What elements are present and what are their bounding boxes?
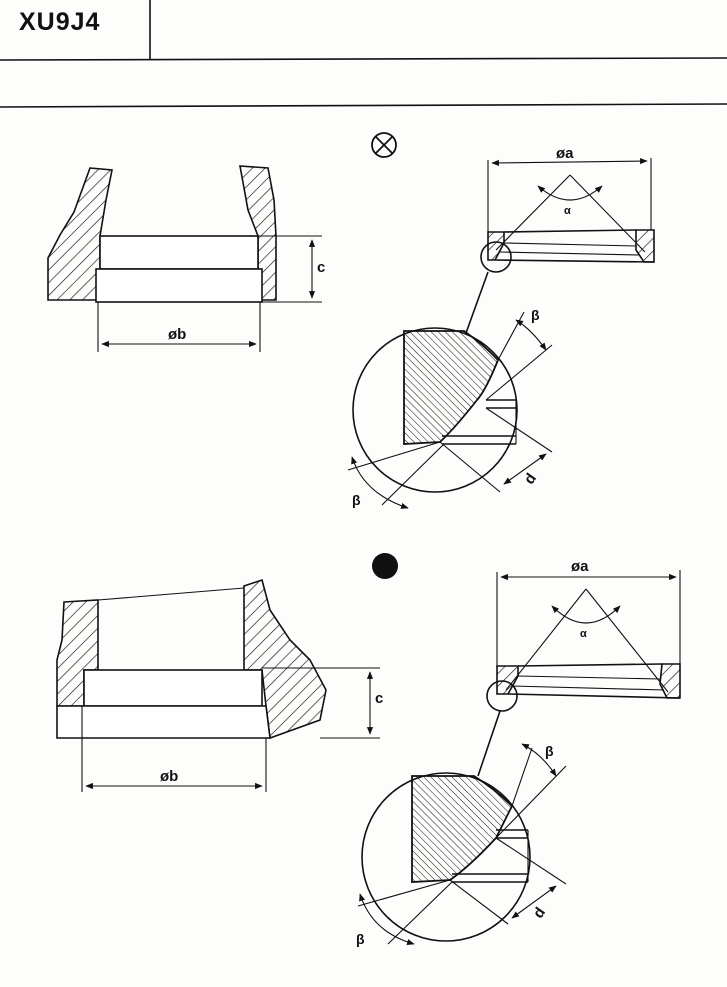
angle-beta-bottom-label-exhaust: β xyxy=(352,492,361,508)
seat-detail-intake xyxy=(357,743,567,946)
angle-alpha-label-intake: α xyxy=(580,628,587,640)
dim-a-label-exhaust: øa xyxy=(556,145,574,162)
intake-symbol xyxy=(372,553,398,579)
header-frame xyxy=(0,0,727,108)
dim-d-label-exhaust: d xyxy=(521,470,540,487)
valve-seat-insert-exhaust xyxy=(465,158,655,334)
angle-beta-top-label-exhaust: β xyxy=(531,307,540,323)
dim-a-label-intake: øa xyxy=(571,558,589,575)
angle-beta-top-label-intake: β xyxy=(545,743,554,759)
dim-b-label-intake: øb xyxy=(160,768,178,785)
dim-c-label-exhaust: c xyxy=(317,259,325,276)
head-bore-section-exhaust xyxy=(47,165,322,352)
dim-d-label-intake: d xyxy=(530,904,549,921)
dim-b-label-exhaust: øb xyxy=(168,326,186,343)
engine-code: XU9J4 xyxy=(19,8,101,36)
exhaust-symbol xyxy=(371,132,397,158)
binder-holes xyxy=(0,397,14,735)
angle-beta-bottom-label-intake: β xyxy=(356,931,365,947)
seat-detail-exhaust xyxy=(347,311,553,509)
valve-seat-insert-intake xyxy=(477,570,681,777)
angle-alpha-label-exhaust: α xyxy=(564,205,571,217)
dim-c-label-intake: c xyxy=(375,690,383,707)
head-bore-section-intake xyxy=(56,578,380,792)
